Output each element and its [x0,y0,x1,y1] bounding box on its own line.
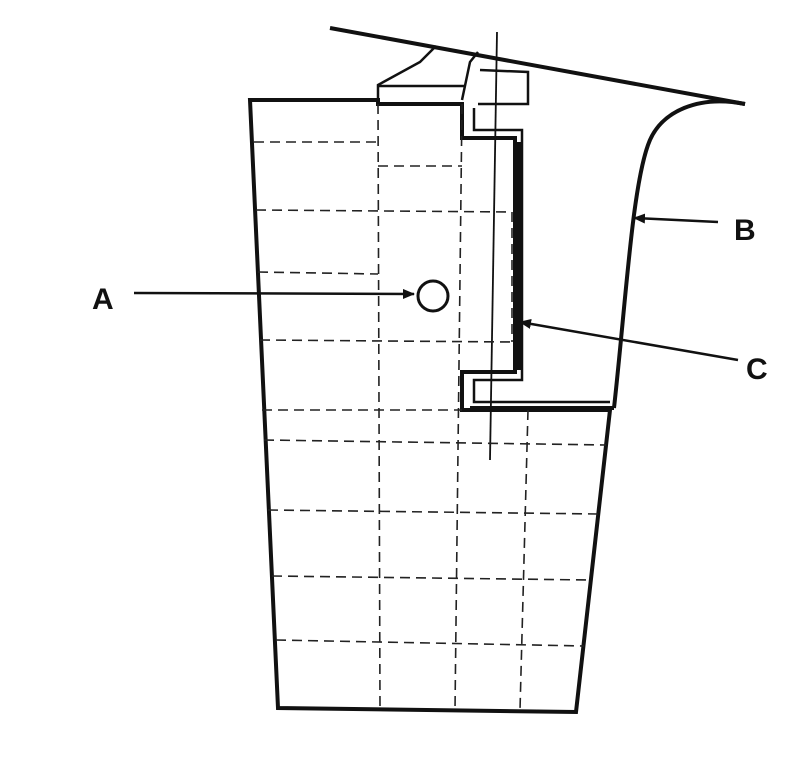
leader-a [133,288,415,299]
leader-lines [133,213,739,362]
mount-bracket [376,45,530,106]
grid-h-5 [259,339,513,343]
mount-center-block [460,51,479,101]
grid-v-2 [454,103,463,711]
centerline [489,31,498,461]
grid-v-4 [519,409,529,711]
grid-h-9 [271,575,591,581]
grid-v-1 [377,103,381,709]
housing-right-curve [612,99,746,409]
housing-top-edge [329,26,746,106]
grid-h-7 [263,439,607,446]
grid-h-8 [267,509,599,515]
leader-b [633,213,719,224]
hole-a [416,279,450,313]
recess-inner-line [472,108,610,404]
leader-c [519,318,739,362]
callout-a-label: A [92,283,114,316]
mount-right-block [478,68,530,106]
callout-c-label: C [746,353,768,386]
mount-left-block [376,45,437,100]
grid-h-10 [275,639,585,647]
dashed-grid [254,103,607,711]
grid-h-4 [257,271,379,275]
callout-b-label: B [734,214,756,247]
grid-h-3 [255,209,513,213]
tab-recess [472,108,610,404]
